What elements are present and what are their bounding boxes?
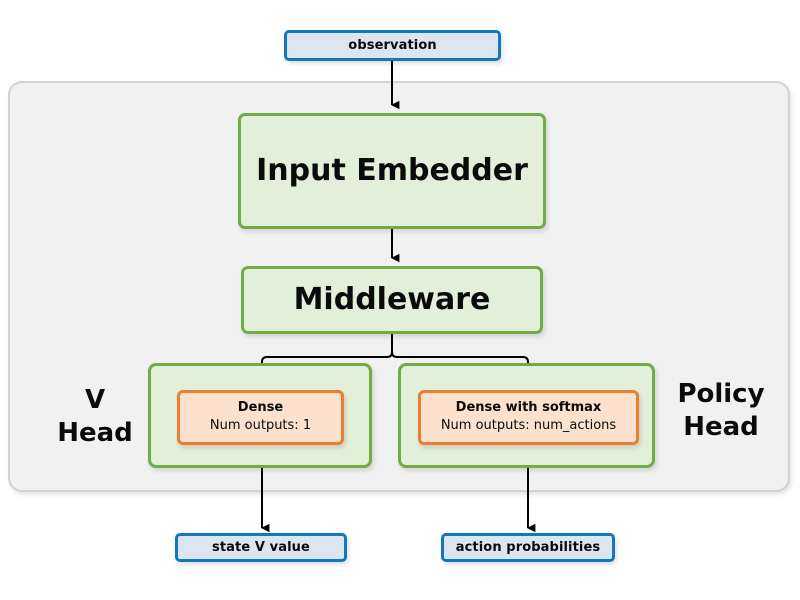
node-v-dense[interactable]: Dense Num outputs: 1 <box>177 390 344 445</box>
node-input-embedder-label: Input Embedder <box>256 153 528 188</box>
node-input-embedder[interactable]: Input Embedder <box>238 113 546 229</box>
label-policy-head: Policy Head <box>677 379 765 443</box>
node-policy-dense-title: Dense with softmax <box>455 400 602 416</box>
label-v-head: V Head <box>57 385 133 449</box>
node-middleware[interactable]: Middleware <box>241 266 543 334</box>
node-action-probabilities-label: action probabilities <box>455 540 601 555</box>
node-policy-dense[interactable]: Dense with softmax Num outputs: num_acti… <box>418 390 639 445</box>
node-observation[interactable]: observation <box>284 30 501 61</box>
node-v-dense-title: Dense <box>237 400 284 416</box>
node-action-probabilities[interactable]: action probabilities <box>441 533 615 562</box>
node-policy-dense-subtitle: Num outputs: num_actions <box>440 418 617 433</box>
node-observation-label: observation <box>348 38 437 53</box>
node-state-v-value-label: state V value <box>212 540 310 555</box>
node-middleware-label: Middleware <box>293 282 491 317</box>
node-state-v-value[interactable]: state V value <box>175 533 347 562</box>
node-v-dense-subtitle: Num outputs: 1 <box>209 418 312 433</box>
